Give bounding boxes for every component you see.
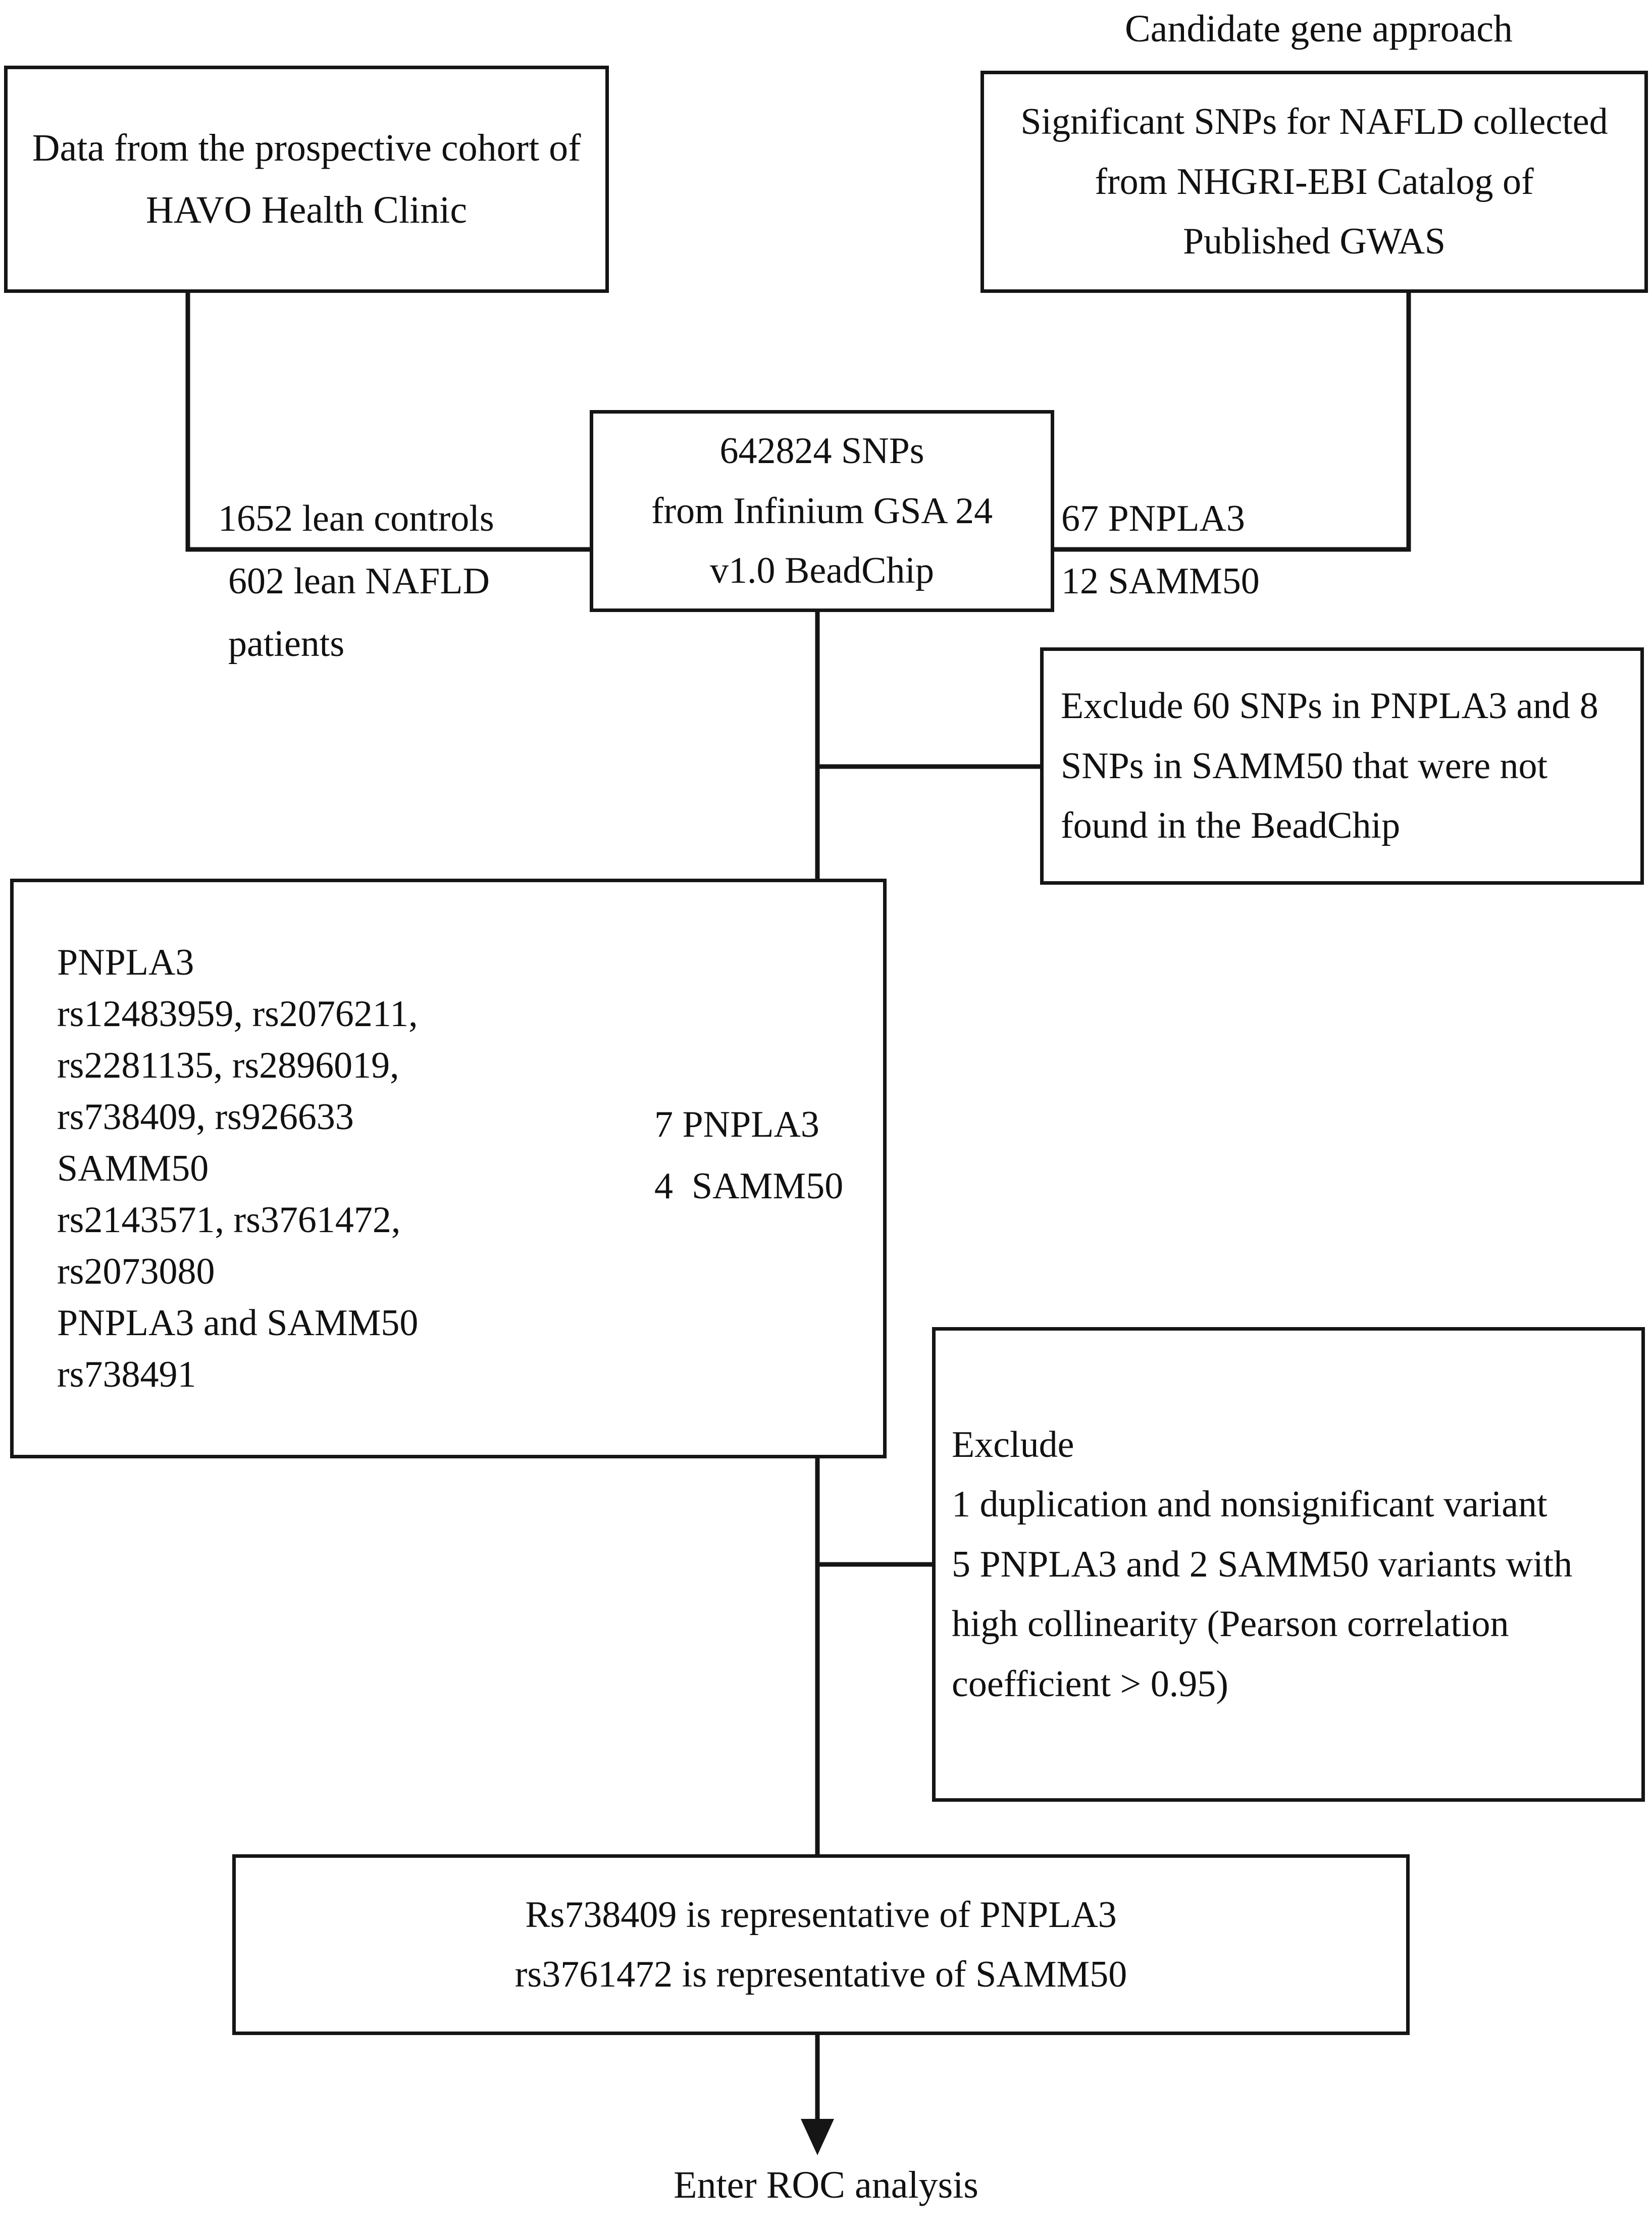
node-excl-chip-line-3: found in the BeadChip [1061, 805, 1401, 847]
variant-line-9: rs738491 [57, 1354, 196, 1396]
node-excl-chip-line-2: SNPs in SAMM50 that were not [1061, 745, 1548, 787]
variant-line-7: rs2073080 [57, 1251, 215, 1293]
variant-line-2: rs12483959, rs2076211, [57, 993, 418, 1035]
terminal-label-roc-analysis: Enter ROC analysis [674, 2164, 978, 2206]
node-candidate-variants: PNPLA3 rs12483959, rs2076211, rs2281135,… [10, 879, 887, 1458]
edge-label-samm50-count: 12 SAMM50 [1061, 561, 1260, 602]
edge-label-lean-nafld-cont: patients [228, 623, 345, 665]
candidate-gene-caption: Candidate gene approach [1124, 8, 1513, 50]
node-snp-line-1: 642824 SNPs [719, 430, 924, 472]
node-excl-chip-line-1: Exclude 60 SNPs in PNPLA3 and 8 [1061, 685, 1598, 727]
variant-line-1: PNPLA3 [57, 941, 194, 983]
variant-line-3: rs2281135, rs2896019, [57, 1044, 399, 1086]
variant-line-4: rs738409, rs926633 [57, 1096, 354, 1138]
brace-label-pnpla3: 7 PNPLA3 [654, 1104, 819, 1145]
variant-line-8: PNPLA3 and SAMM50 [57, 1302, 419, 1344]
node-excl-coll-line-2: 1 duplication and nonsignificant variant [952, 1484, 1547, 1526]
variant-line-5: SAMM50 [57, 1147, 209, 1189]
result-line-2: rs3761472 is representative of SAMM50 [514, 1954, 1127, 1995]
node-excl-coll-line-5: coefficient > 0.95) [952, 1663, 1228, 1705]
edge-label-pnpla3-count: 67 PNPLA3 [1061, 498, 1245, 539]
node-snp-line-2: from Infinium GSA 24 [651, 490, 993, 532]
node-exclude-collinearity: Exclude 1 duplication and nonsignificant… [932, 1327, 1645, 1802]
edge-label-lean-controls: 1652 lean controls [218, 498, 494, 539]
arrowhead-roc [801, 2119, 834, 2155]
node-cohort-line-1: Data from the prospective cohort of [32, 126, 581, 169]
node-gwas-line-3: Published GWAS [1182, 221, 1446, 263]
node-gwas-line-2: from NHGRI-EBI Catalog of [1095, 161, 1534, 202]
node-gwas-line-1: Significant SNPs for NAFLD collected [1020, 101, 1608, 143]
node-excl-coll-line-3: 5 PNPLA3 and 2 SAMM50 variants with [952, 1543, 1573, 1585]
node-excl-coll-line-4: high collinearity (Pearson correlation [952, 1603, 1509, 1645]
edge-label-lean-nafld: 602 lean NAFLD [228, 561, 490, 602]
brace-label-samm50: 4 SAMM50 [654, 1165, 844, 1207]
node-snp-beadchip: 642824 SNPs from Infinium GSA 24 v1.0 Be… [590, 410, 1054, 612]
node-gwas-catalog: Significant SNPs for NAFLD collected fro… [980, 71, 1648, 293]
node-cohort-source: Data from the prospective cohort of HAVO… [4, 66, 609, 293]
result-line-1: Rs738409 is representative of PNPLA3 [525, 1894, 1117, 1936]
node-cohort-line-2: HAVO Health Clinic [145, 189, 468, 231]
variant-line-6: rs2143571, rs3761472, [57, 1199, 401, 1241]
node-exclude-not-on-beadchip: Exclude 60 SNPs in PNPLA3 and 8 SNPs in … [1040, 647, 1644, 885]
node-snp-line-3: v1.0 BeadChip [710, 550, 934, 592]
node-excl-coll-line-1: Exclude [952, 1424, 1074, 1466]
node-representative-snps: Rs738409 is representative of PNPLA3 rs3… [232, 1854, 1410, 2035]
